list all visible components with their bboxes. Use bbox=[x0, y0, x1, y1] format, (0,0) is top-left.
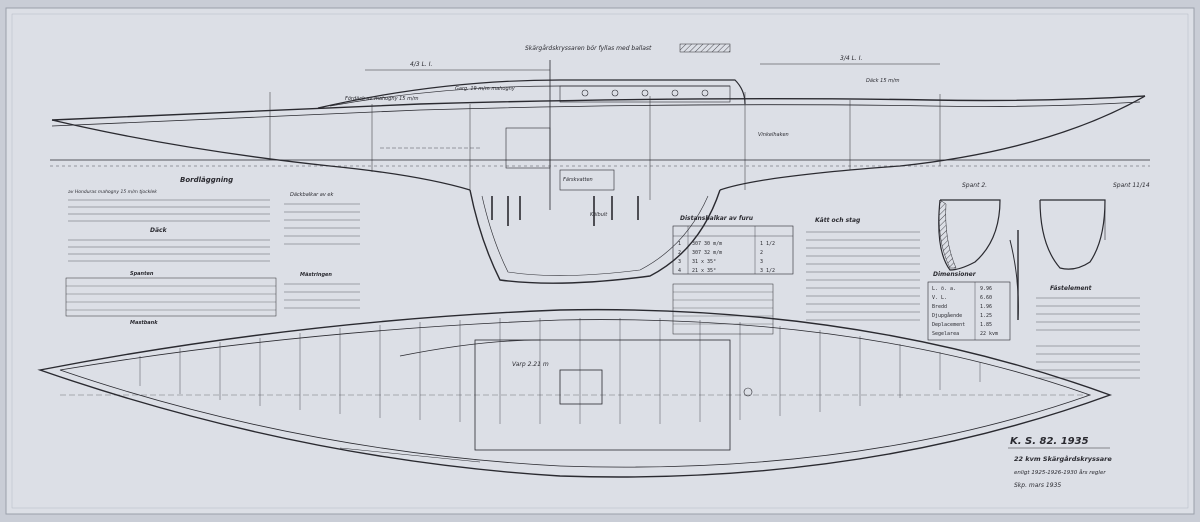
frame-table bbox=[65, 277, 277, 317]
dims-row-6-val: 22 kvm bbox=[980, 331, 998, 337]
spant-11-label: Spant 11/14 bbox=[1113, 182, 1150, 189]
stanchions bbox=[491, 196, 639, 226]
fasteners-table-lines bbox=[673, 291, 773, 325]
fasteners-table bbox=[672, 283, 774, 335]
var-label: Varp 2.21 m bbox=[512, 361, 549, 368]
station-label-a: 4/3 L. I. bbox=[410, 61, 432, 68]
beam-row-2-no: 2 bbox=[678, 250, 681, 256]
spant-2-label: Spant 2. bbox=[962, 182, 987, 189]
cabin-roof bbox=[317, 79, 746, 109]
dims-row-2-label: V. L. bbox=[932, 295, 947, 301]
mahogany-label: Fördäck av mahogny 15 m/m bbox=[345, 96, 419, 102]
beam-row-4-no: 4 bbox=[678, 268, 681, 274]
bord-title: Bordläggning bbox=[180, 176, 233, 184]
notes-bord: Bordläggning av Honduras mahogny 15 m/m … bbox=[65, 176, 277, 326]
keel-text-lines bbox=[806, 231, 920, 321]
dims-row-3-val: 1.96 bbox=[980, 304, 992, 310]
station-label-b: 3/4 L. I. bbox=[840, 55, 862, 62]
cabin-outline-deck bbox=[399, 339, 541, 357]
section-spant-2 bbox=[938, 199, 1019, 321]
frame-stations bbox=[269, 92, 941, 200]
cabin-side bbox=[559, 85, 731, 103]
portlights bbox=[581, 89, 709, 97]
scale-bar bbox=[679, 43, 731, 53]
deck-outline bbox=[37, 308, 1113, 478]
sheer-line bbox=[51, 95, 1146, 121]
sheer-line-inner bbox=[51, 101, 1141, 127]
title-line-3: enligt 1925-1926-1930 års regler bbox=[1014, 469, 1106, 476]
mast-text-lines bbox=[284, 283, 360, 309]
title-line-2: 22 kvm Skärgårdskryssare bbox=[1014, 454, 1112, 463]
hull-bottom-aft bbox=[719, 95, 1146, 191]
keel-outline bbox=[469, 189, 721, 284]
title-block: K. S. 82. 1935 22 kvm Skärgårdskryssare … bbox=[1008, 436, 1112, 489]
deck-label: Däck 15 m/m bbox=[866, 78, 900, 84]
cabin-roof-inner bbox=[329, 85, 730, 107]
water-tank bbox=[559, 169, 615, 191]
beam-row-2-size: 307 32 m/m bbox=[692, 250, 722, 256]
top-note: Skärgårdskryssaren bör fyllas med ballas… bbox=[525, 45, 652, 52]
profile-plan bbox=[50, 43, 1150, 284]
frame-table-lines bbox=[66, 285, 276, 311]
dims-row-6-label: Segelarea bbox=[932, 331, 959, 337]
bord-text: av Honduras mahogny 15 m/m tjocklek bbox=[68, 189, 157, 195]
keel-inner bbox=[481, 195, 709, 276]
beam-note: Däckbalkar av ek bbox=[290, 192, 334, 198]
deck-title: Däck bbox=[150, 227, 168, 234]
dims-title: Dimensioner bbox=[933, 271, 977, 278]
fasteners-text-lines bbox=[1036, 297, 1140, 379]
title-line-4: Skp. mars 1935 bbox=[1014, 482, 1061, 489]
beam-row-4-size: 21 x 35° bbox=[692, 268, 716, 274]
bord-text-lines bbox=[68, 199, 270, 222]
beam-row-1-qty: 1 1/2 bbox=[760, 241, 775, 247]
beam-text-lines bbox=[284, 203, 360, 245]
hatch bbox=[559, 369, 603, 405]
beam-row-3-no: 3 bbox=[678, 259, 681, 265]
beams-table-title: Distansbalkar av furu bbox=[680, 215, 754, 222]
notes-keel: Kätt och stag bbox=[806, 217, 920, 321]
dims-row-4-val: 1.25 bbox=[980, 313, 992, 319]
frame-title: Spanten bbox=[130, 271, 154, 277]
beam-row-3-size: 31 x 35° bbox=[692, 259, 716, 265]
table-beams: Distansbalkar av furu 1 307 30 m/m 1 1/2… bbox=[672, 215, 794, 335]
tank-label: Färskvatten bbox=[563, 177, 593, 183]
keel-title: Kätt och stag bbox=[815, 217, 861, 224]
mast-table-title: Mästringen bbox=[300, 272, 332, 278]
section-spant-11 bbox=[1039, 199, 1106, 270]
deck-frames bbox=[139, 318, 981, 424]
beam-row-4-qty: 3 1/2 bbox=[760, 268, 775, 274]
keel-label: Kölbult bbox=[590, 212, 608, 218]
notes-beams: Däckbalkar av ek Mästringen bbox=[284, 192, 360, 309]
dims-row-4-label: Djupgående bbox=[932, 312, 962, 319]
beam-row-1-size: 307 30 m/m bbox=[692, 241, 722, 247]
dims-row-3-label: Bredd bbox=[932, 304, 947, 310]
beam-row-3-qty: 3 bbox=[760, 259, 763, 265]
notes-fasteners: Fästelement bbox=[1036, 285, 1140, 379]
fasteners-title: Fästelement bbox=[1050, 285, 1093, 292]
dims-row-5-val: 1.85 bbox=[980, 322, 992, 328]
cabin-bulkhead bbox=[505, 127, 551, 169]
table-dimensions: Dimensioner L. ö. a. 9.96 V. L. 6.60 Bre… bbox=[927, 271, 1011, 341]
dims-row-5-label: Deplacement bbox=[932, 322, 965, 328]
deck-plan bbox=[37, 308, 1113, 478]
hull-bottom-fore bbox=[51, 119, 471, 191]
beam-row-2-qty: 2 bbox=[760, 250, 763, 256]
beam-row-1-no: 1 bbox=[678, 241, 681, 247]
paper-frame bbox=[11, 13, 1189, 509]
dims-row-1-val: 9.96 bbox=[980, 286, 992, 292]
rod-label: Vinkelhaken bbox=[758, 132, 789, 138]
deck-text-lines bbox=[68, 239, 270, 262]
mast-title: Mastbank bbox=[130, 320, 158, 326]
mast-step bbox=[743, 387, 753, 397]
sheer-label: Garg. 19 m/m mahogny bbox=[455, 86, 516, 92]
dims-row-2-val: 6.60 bbox=[980, 295, 992, 301]
dims-row-1-label: L. ö. a. bbox=[932, 286, 956, 292]
tiller bbox=[339, 447, 481, 463]
drawing-number: K. S. 82. 1935 bbox=[1010, 436, 1089, 447]
